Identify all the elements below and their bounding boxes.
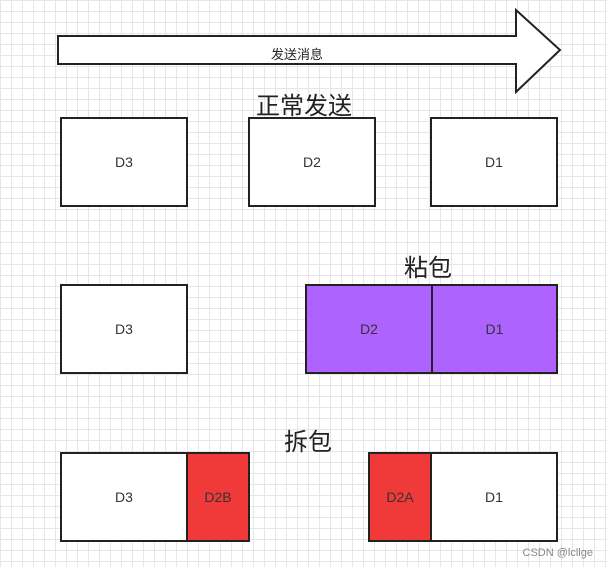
split-packet-title: 拆包: [284, 428, 332, 456]
sticky-packet-title: 粘包: [404, 254, 452, 282]
packet-box: D3: [60, 284, 188, 374]
arrow-label: 发送消息: [271, 48, 324, 63]
normal-send-title: 正常发送: [256, 92, 352, 120]
split-fragment-box: D2B: [186, 452, 250, 542]
packet-box: D1: [430, 117, 558, 207]
packet-box: D3: [60, 117, 188, 207]
packet-box: D3: [60, 452, 188, 542]
send-direction-arrow: [57, 8, 562, 94]
split-fragment-box: D2A: [368, 452, 432, 542]
sticky-packet-box: D1: [431, 284, 558, 374]
packet-box: D1: [430, 452, 558, 542]
packet-box: D2: [248, 117, 376, 207]
watermark: CSDN @lcllge: [522, 547, 593, 559]
sticky-packet-box: D2: [305, 284, 433, 374]
